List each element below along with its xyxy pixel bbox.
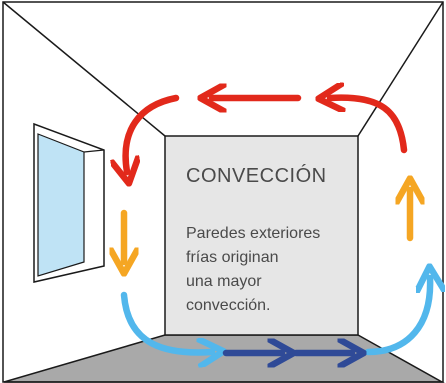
body-line-4: convección. (186, 297, 271, 314)
arrow-red-top-right-curve (330, 98, 408, 154)
arrow-light-blue-bottom-right (364, 278, 430, 356)
arrow-light-blue-bottom-left (120, 291, 212, 352)
window-glass (37, 133, 85, 277)
window-sill-line (83, 149, 105, 153)
back-wall (164, 135, 359, 336)
body-line-1: Paredes exteriores (186, 225, 320, 242)
ceiling-edge-right (357, 1, 444, 137)
diagram-title: CONVECCIÓN (186, 164, 327, 187)
window (33, 122, 105, 283)
floor (3, 334, 445, 383)
body-line-2: frías originan (186, 249, 279, 266)
arrow-red-curve-down (126, 94, 180, 172)
body-line-3: una mayor (186, 273, 262, 290)
